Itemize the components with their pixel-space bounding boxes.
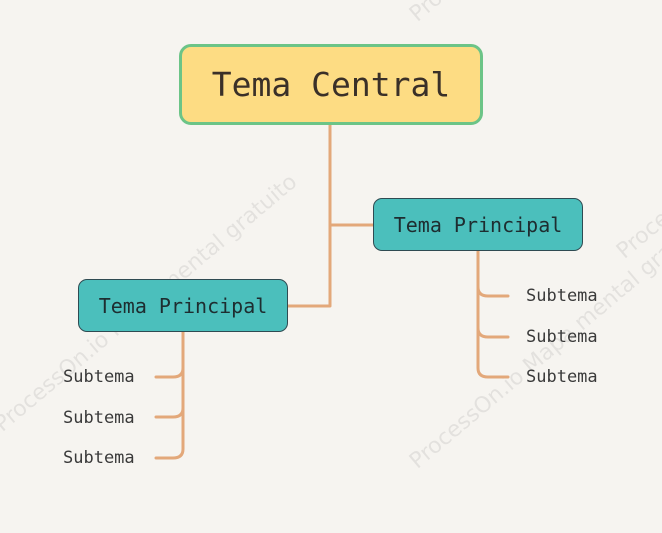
- subtopic-left-1[interactable]: Subtema: [63, 367, 135, 387]
- subtopic-left-2[interactable]: Subtema: [63, 408, 135, 428]
- connector-right-sub-3: [476, 326, 510, 379]
- main-topic-label: Tema Principal: [98, 293, 268, 318]
- subtopic-left-3[interactable]: Subtema: [63, 448, 135, 468]
- main-topic-node-left[interactable]: Tema Principal: [78, 279, 288, 332]
- main-topic-label: Tema Principal: [393, 212, 563, 237]
- connector-right-sub-1: [476, 249, 510, 298]
- main-topic-node-right[interactable]: Tema Principal: [373, 198, 583, 251]
- connector-left-sub-3: [154, 406, 185, 460]
- subtopic-right-3[interactable]: Subtema: [526, 367, 598, 387]
- connector-left-sub-1: [154, 330, 185, 379]
- subtopic-right-1[interactable]: Subtema: [526, 286, 598, 306]
- connector-central-trunk: [286, 123, 332, 308]
- central-topic-node[interactable]: Tema Central: [179, 44, 483, 125]
- central-topic-label: Tema Central: [211, 65, 451, 104]
- subtopic-right-2[interactable]: Subtema: [526, 327, 598, 347]
